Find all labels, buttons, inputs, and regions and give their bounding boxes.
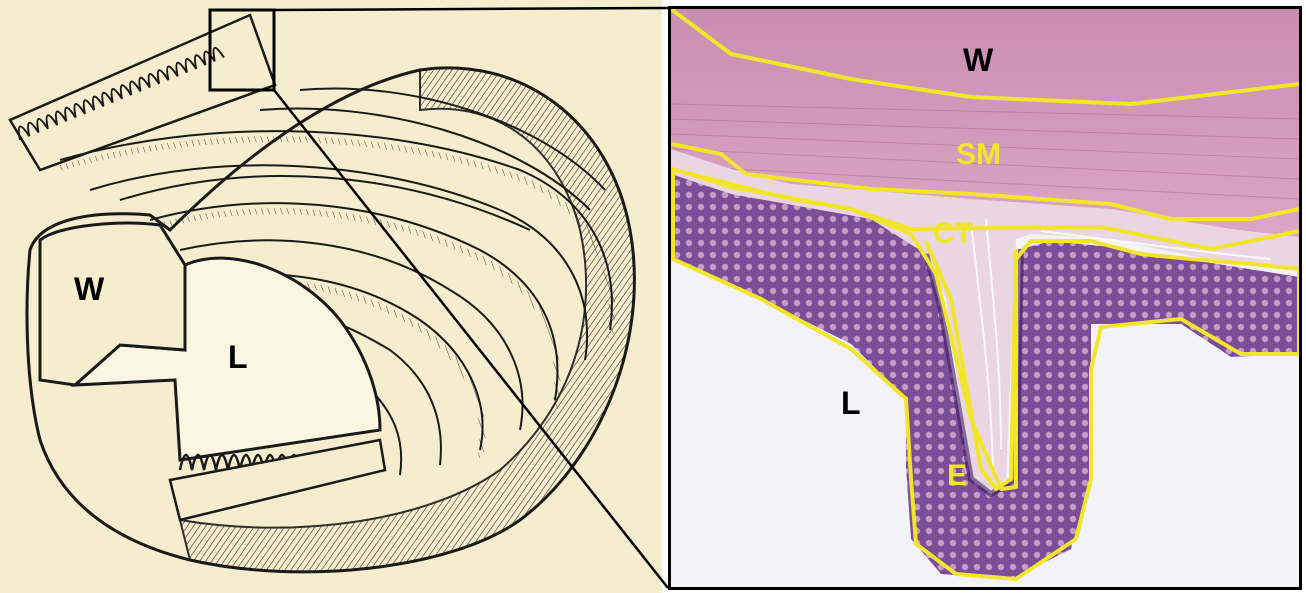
label-lumen-drawing: L (228, 339, 248, 375)
label-wall-drawing: W (74, 271, 105, 307)
label-connective-tissue: CT (933, 217, 973, 250)
histology-panel: W SM CT L E (668, 6, 1302, 590)
histology-micrograph: W SM CT L E (671, 9, 1299, 587)
intestine-illustration: W L (0, 0, 662, 593)
label-submucosa: SM (956, 138, 1001, 171)
label-epithelium: E (947, 459, 967, 492)
label-wall-histology: W (963, 42, 994, 78)
illustration-panel: W L (0, 0, 662, 593)
label-lumen-histology: L (841, 385, 861, 421)
